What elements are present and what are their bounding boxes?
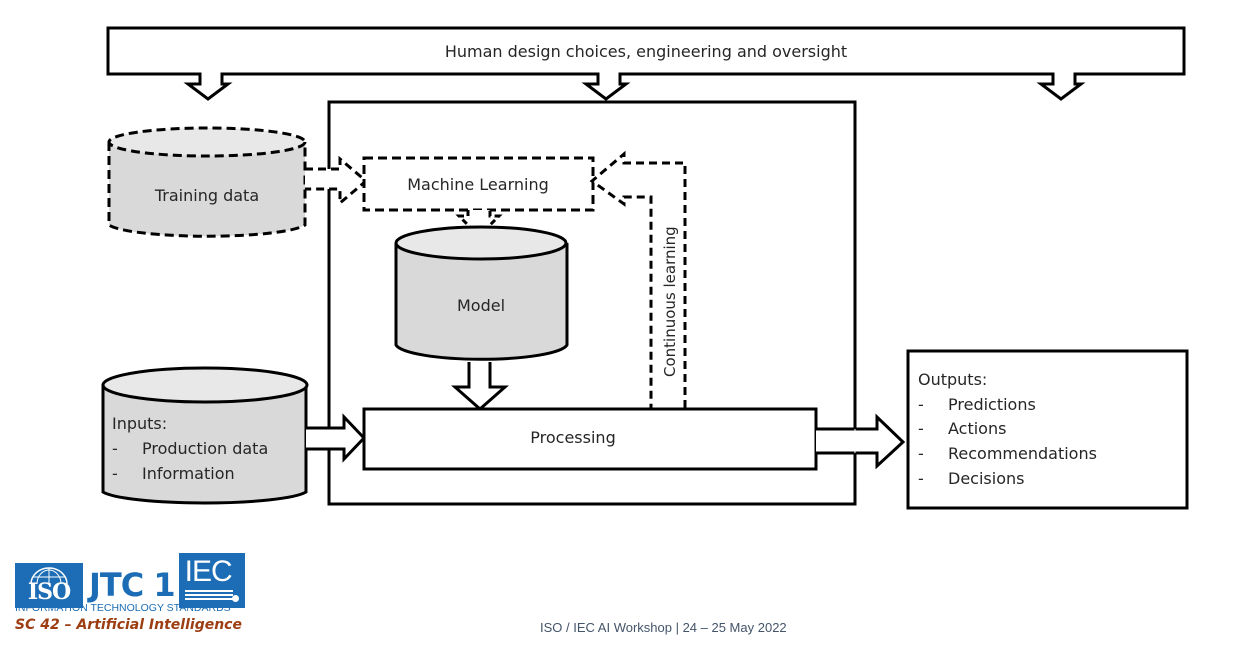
outputs-bullet: -	[918, 395, 924, 414]
outputs-item: Recommendations	[948, 444, 1097, 463]
outputs-bullet: -	[918, 469, 924, 488]
outputs-item: Decisions	[948, 469, 1024, 488]
model-label: Model	[457, 296, 505, 315]
committee-title: SC 42 – Artificial Intelligence	[15, 617, 242, 633]
outputs-box	[906, 349, 1189, 510]
inputs-bullet: -	[112, 439, 118, 458]
training-data-cylinder	[107, 126, 307, 238]
machine-learning-box	[362, 156, 595, 212]
inputs-to-processing-arrow	[306, 413, 367, 463]
iec-text: IEC	[184, 555, 233, 588]
inputs-bullet: -	[112, 464, 118, 483]
model-cylinder	[394, 225, 569, 361]
inputs-title: Inputs:	[112, 414, 167, 433]
globe-icon	[30, 567, 68, 585]
training-to-ml-arrow	[305, 155, 369, 207]
iso-jtc1-iec-logo: ISO JTC 1 IEC INFORMATION TECHNOLOGY STA…	[15, 553, 260, 658]
inputs-cylinder	[101, 366, 309, 505]
iec-dot-icon	[231, 595, 239, 602]
inputs-item: Production data	[142, 439, 268, 458]
human-oversight-label: Human design choices, engineering and ov…	[445, 42, 847, 61]
outputs-bullet: -	[918, 419, 924, 438]
continuous-learning-arrow	[589, 150, 687, 408]
outputs-title: Outputs:	[918, 370, 987, 389]
processing-box	[362, 407, 818, 471]
training-data-label: Training data	[154, 186, 259, 205]
outputs-bullet: -	[918, 444, 924, 463]
outputs-item: Actions	[948, 419, 1006, 438]
processing-label: Processing	[530, 428, 615, 447]
logo-tagline: INFORMATION TECHNOLOGY STANDARDS	[15, 602, 231, 614]
ai-system-boundary	[327, 100, 857, 506]
human-oversight-banner	[106, 26, 1186, 101]
continuous-learning-label: Continuous learning	[661, 226, 679, 377]
processing-to-outputs-arrow	[816, 413, 906, 470]
footer-event-text: ISO / IEC AI Workshop | 24 – 25 May 2022	[540, 620, 787, 635]
model-to-processing-arrow	[451, 362, 509, 411]
jtc-text: JTC 1	[89, 566, 176, 604]
iso-text: ISO	[27, 579, 71, 605]
machine-learning-label: Machine Learning	[407, 175, 549, 194]
iec-logo: IEC	[178, 553, 245, 608]
inputs-item: Information	[142, 464, 235, 483]
iec-lines-icon	[184, 588, 233, 600]
outputs-item: Predictions	[948, 395, 1036, 414]
iso-logo: ISO	[15, 563, 83, 608]
